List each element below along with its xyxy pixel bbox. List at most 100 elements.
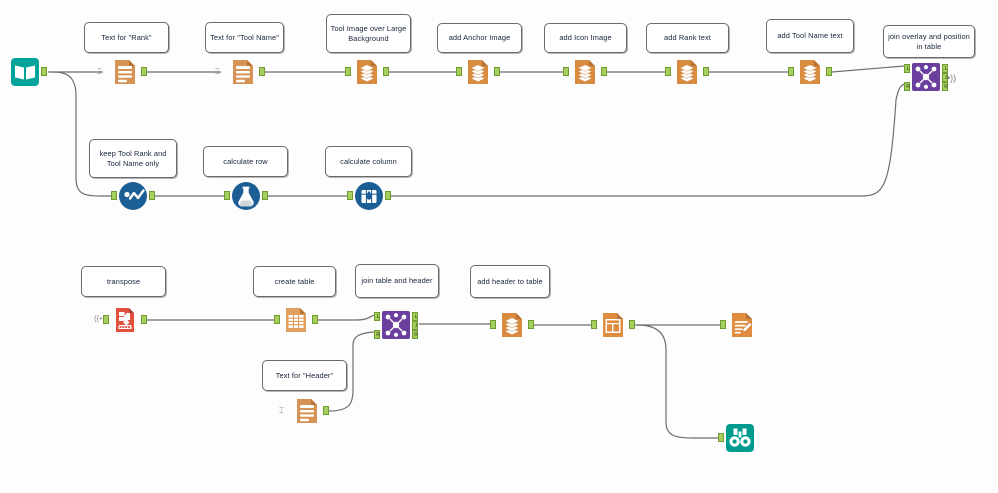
tool-layout[interactable] [591,310,635,340]
anchor-in[interactable] [345,67,351,76]
anchor-in[interactable] [718,433,724,442]
anchor-in-left[interactable]: L [374,312,380,321]
anchor-out-right[interactable]: R [942,82,948,91]
report-layers-icon [502,313,522,337]
wireless-input-icon: ((• [94,314,103,323]
tool-keep-tool-rank-and-tool-name-only[interactable] [111,181,155,211]
note-transpose: transpose [81,266,166,297]
anchor-in-left[interactable]: L [904,64,910,73]
anchor-letter-r: R [414,332,418,338]
browse-binoculars-icon [726,424,754,452]
anchor-out[interactable] [528,320,534,329]
anchor-out[interactable] [262,191,268,200]
anchor-out[interactable] [629,320,635,329]
anchor-out[interactable] [141,67,147,76]
anchor-in[interactable] [224,191,230,200]
report-layers-icon [677,60,697,84]
anchor-out[interactable] [385,191,391,200]
tool-join-table-and-header[interactable]: L R L J R [374,310,418,340]
anchor-out-right[interactable]: R [412,330,418,339]
note-add-anchor-image: add Anchor Image [437,23,522,53]
tool-create-table[interactable] [274,305,318,335]
anchor-in[interactable] [347,191,353,200]
note-tool-image-bg: Tool Image over Large Background [326,14,411,53]
text-input-icon [115,60,135,84]
tool-text-for-header[interactable]: ⌶ [279,396,329,426]
tool-text-for-tool-name[interactable]: ⌶ [215,57,265,87]
anchor-in-right[interactable]: R [374,330,380,339]
note-add-rank-text: add Rank text [646,23,729,53]
table-icon [286,308,306,332]
anchor-out[interactable] [312,315,318,324]
tool-add-header-to-table[interactable] [490,310,534,340]
anchor-out[interactable] [826,67,832,76]
tool-browse[interactable] [718,423,755,453]
note-text-tool-name: Text for "Tool Name" [205,22,284,53]
anchor-in[interactable] [274,315,280,324]
input-stub-icon: ⌶ [215,67,220,76]
anchor-out[interactable] [141,315,147,324]
anchor-in[interactable] [563,67,569,76]
tool-tool-image-over-large-background[interactable] [345,57,389,87]
anchor-in[interactable] [456,67,462,76]
anchor-in[interactable] [591,320,597,329]
input-data-icon [11,58,39,86]
anchor-in[interactable] [103,315,109,324]
wire-toolnametext-to-join-L [831,65,905,73]
note-add-header-to-table: add header to table [470,265,550,298]
note-add-icon-image: add Icon Image [544,23,627,53]
formula-flask-icon [232,182,260,210]
tool-input-data[interactable] [10,57,47,87]
anchor-in[interactable] [111,191,117,200]
anchor-out[interactable] [149,191,155,200]
report-layers-icon [357,60,377,84]
join-icon [382,311,410,339]
tool-transpose[interactable]: ((• [94,305,147,335]
tool-add-tool-name-text[interactable] [788,57,832,87]
wire-createtable-to-jointable-L [318,314,375,321]
anchor-out-join[interactable]: J [412,321,418,330]
tool-calculate-column[interactable] [347,181,391,211]
anchor-in[interactable] [490,320,496,329]
anchor-in[interactable] [788,67,794,76]
tool-calculate-row[interactable] [224,181,268,211]
note-create-table: create table [253,266,336,297]
wire-calccol-to-join-R [391,83,905,197]
note-calculate-row: calculate row [203,146,288,177]
input-stub-icon: ⌶ [279,406,284,415]
anchor-out[interactable] [494,67,500,76]
text-input-icon [297,399,317,423]
select-check-icon [119,182,147,210]
anchor-in[interactable] [665,67,671,76]
anchor-out[interactable] [41,67,47,76]
tool-join-overlay-and-position-in-table[interactable]: L R L J R •)) [904,62,956,92]
tool-render[interactable] [720,310,757,340]
anchor-out[interactable] [323,406,329,415]
wire-layout-to-browse [636,324,718,439]
wireless-output-icon: •)) [947,73,957,83]
tool-add-anchor-image[interactable] [456,57,500,87]
join-icon [912,63,940,91]
anchor-out[interactable] [601,67,607,76]
tool-text-for-rank[interactable]: ⌶ [97,57,147,87]
anchor-out-left[interactable]: L [412,312,418,321]
input-stub-icon: ⌶ [97,67,102,76]
anchor-in-right[interactable]: R [904,82,910,91]
transpose-icon [116,308,134,332]
note-add-tool-name-text: add Tool Name text [766,19,854,53]
note-keep-rank-name: keep Tool Rank and Tool Name only [89,139,177,178]
note-text-rank: Text for "Rank" [84,22,169,53]
report-layers-icon [575,60,595,84]
multirow-formula-icon [355,182,383,210]
anchor-out[interactable] [703,67,709,76]
anchor-in[interactable] [720,320,726,329]
tool-add-icon-image[interactable] [563,57,607,87]
anchor-out-left[interactable]: L [942,64,948,73]
anchor-letter-r: R [944,84,948,90]
anchor-out[interactable] [383,67,389,76]
tool-add-rank-text[interactable] [665,57,709,87]
report-layers-icon [468,60,488,84]
note-join-table-header: join table and header [355,264,439,298]
anchor-out[interactable] [259,67,265,76]
